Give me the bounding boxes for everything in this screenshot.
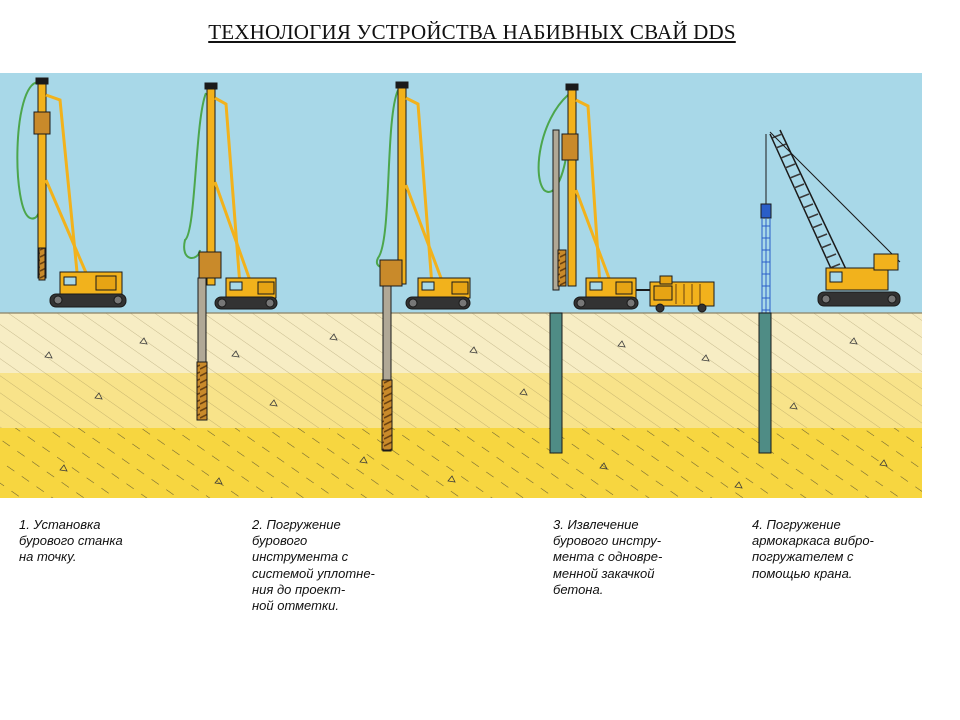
soil-gravel-marks xyxy=(44,333,888,489)
crane-boom xyxy=(769,129,853,285)
drill-rig-step-1 xyxy=(16,77,127,308)
mast xyxy=(397,83,407,285)
auger-tool xyxy=(557,249,567,287)
drill-rig-step-2-deep xyxy=(375,81,471,452)
step-4-caption: 4. Погружение армокаркаса вибро- погружа… xyxy=(752,517,874,581)
drill-pipe xyxy=(552,129,560,291)
step-2-caption: 2. Погружение бурового инструмента с сис… xyxy=(252,517,375,614)
drill-pipe xyxy=(382,285,392,452)
hose xyxy=(537,94,569,193)
hose xyxy=(183,92,207,259)
vibro-driver xyxy=(760,203,772,219)
drill-rig-step-3 xyxy=(537,83,652,454)
page-title: ТЕХНОЛОГИЯ УСТРОЙСТВА НАБИВНЫХ СВАЙ DDS xyxy=(208,20,736,44)
concrete-pile xyxy=(549,312,563,454)
soil-layers xyxy=(0,312,922,498)
step-1-caption: 1. Установка бурового станка на точку. xyxy=(19,517,123,565)
auger-tool xyxy=(381,379,393,451)
crawler-crane-step-4 xyxy=(758,129,901,454)
sky-band xyxy=(0,73,922,313)
concrete-pile xyxy=(758,312,772,454)
concrete-pump xyxy=(649,275,715,313)
mast xyxy=(567,85,577,287)
drill-rig-step-2 xyxy=(183,82,278,421)
step-3-caption: 3. Извлечение бурового инстру- мента с о… xyxy=(553,517,663,597)
auger-tool xyxy=(196,361,208,421)
